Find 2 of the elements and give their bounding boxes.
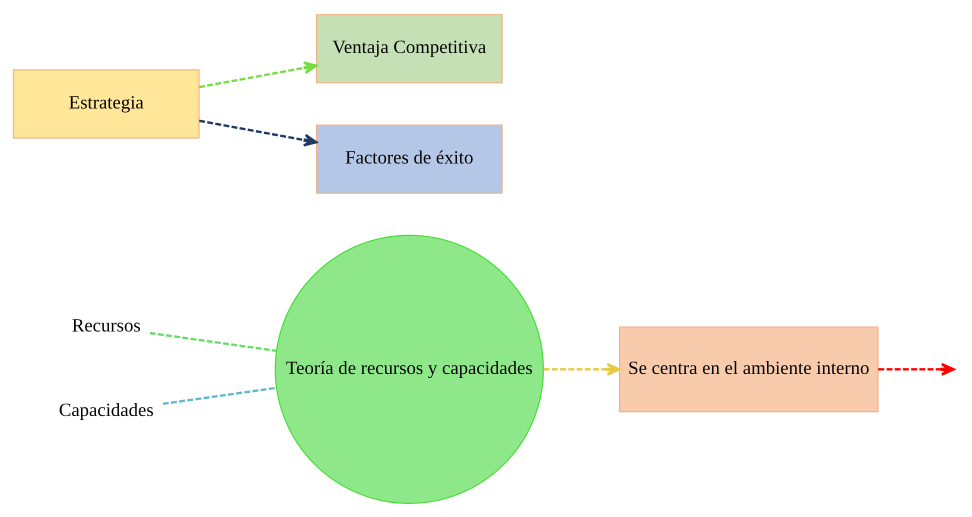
node-text: Capacidades [58, 400, 154, 421]
node-text: Recursos [72, 315, 141, 336]
